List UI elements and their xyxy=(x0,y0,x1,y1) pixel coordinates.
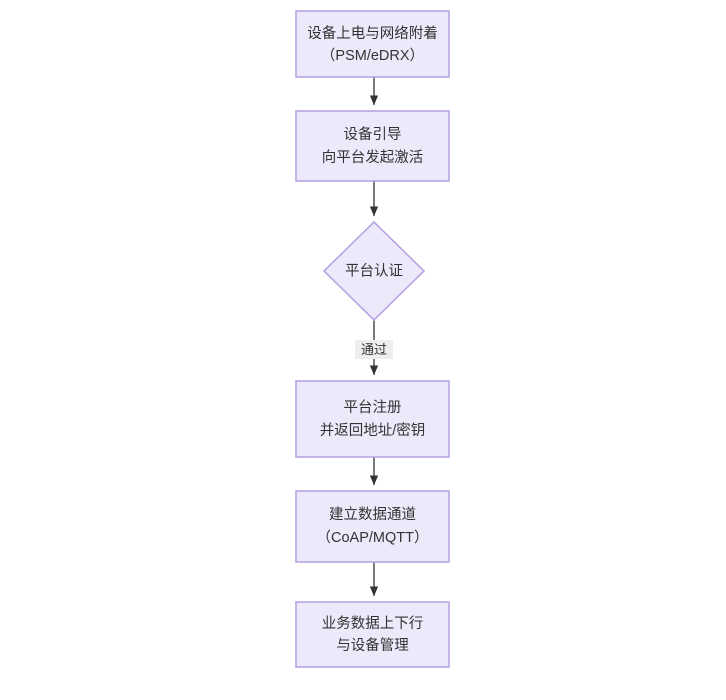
node-label-line-1: 业务数据上下行 xyxy=(322,615,424,632)
node-shape-rect[interactable] xyxy=(295,601,450,668)
node-label-line-1: 平台注册 xyxy=(344,399,402,416)
node-establish-data-channel[interactable]: 建立数据通道 （CoAP/MQTT） xyxy=(295,490,450,563)
node-business-data-and-device-management[interactable]: 业务数据上下行 与设备管理 xyxy=(295,601,450,668)
node-label-line-1: 设备上电与网络附着 xyxy=(307,25,438,42)
node-label-line-1: 设备引导 xyxy=(344,126,402,143)
node-label-line-2: （CoAP/MQTT） xyxy=(317,529,429,546)
node-device-power-on[interactable]: 设备上电与网络附着 （PSM/eDRX） xyxy=(295,10,450,78)
edge-label-n3-n4: 通过 xyxy=(361,342,387,357)
edge-label-background-n3-n4 xyxy=(355,340,393,359)
node-platform-registration[interactable]: 平台注册 并返回地址/密钥 xyxy=(295,380,450,458)
node-device-bootstrap[interactable]: 设备引导 向平台发起激活 xyxy=(295,110,450,182)
node-label-line-2: 向平台发起激活 xyxy=(322,149,424,166)
node-label-line-1: 建立数据通道 xyxy=(329,506,416,523)
node-shape-rect[interactable] xyxy=(295,10,450,78)
edge-group: 通过 xyxy=(355,77,393,597)
node-shape-diamond[interactable] xyxy=(322,220,426,322)
node-label-line-1: 平台认证 xyxy=(345,262,403,279)
node-shape-rect[interactable] xyxy=(295,110,450,182)
node-label-line-2: 并返回地址/密钥 xyxy=(320,422,426,439)
node-platform-authentication[interactable]: 平台认证 xyxy=(322,220,426,322)
node-label-line-2: （PSM/eDRX） xyxy=(321,47,424,64)
node-shape-rect[interactable] xyxy=(295,490,450,563)
node-label-line-2: 与设备管理 xyxy=(336,637,409,654)
node-shape-rect[interactable] xyxy=(295,380,450,458)
